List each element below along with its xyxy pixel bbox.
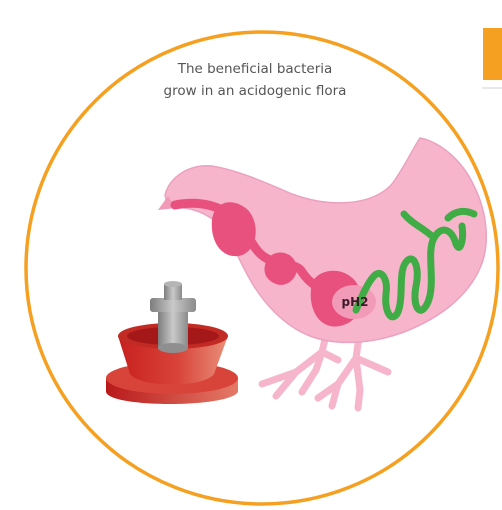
- caption-line-2: grow in an acidogenic flora: [150, 80, 360, 102]
- corner-tab: [483, 28, 502, 80]
- caption-line-1: The beneficial bacteria: [150, 58, 360, 80]
- feeder-tube-base: [158, 343, 188, 353]
- feeder-top: [164, 281, 182, 287]
- feeder-collar: [150, 298, 196, 312]
- caption-text: The beneficial bacteria grow in an acido…: [150, 58, 360, 102]
- ph-label: pH2: [335, 295, 375, 309]
